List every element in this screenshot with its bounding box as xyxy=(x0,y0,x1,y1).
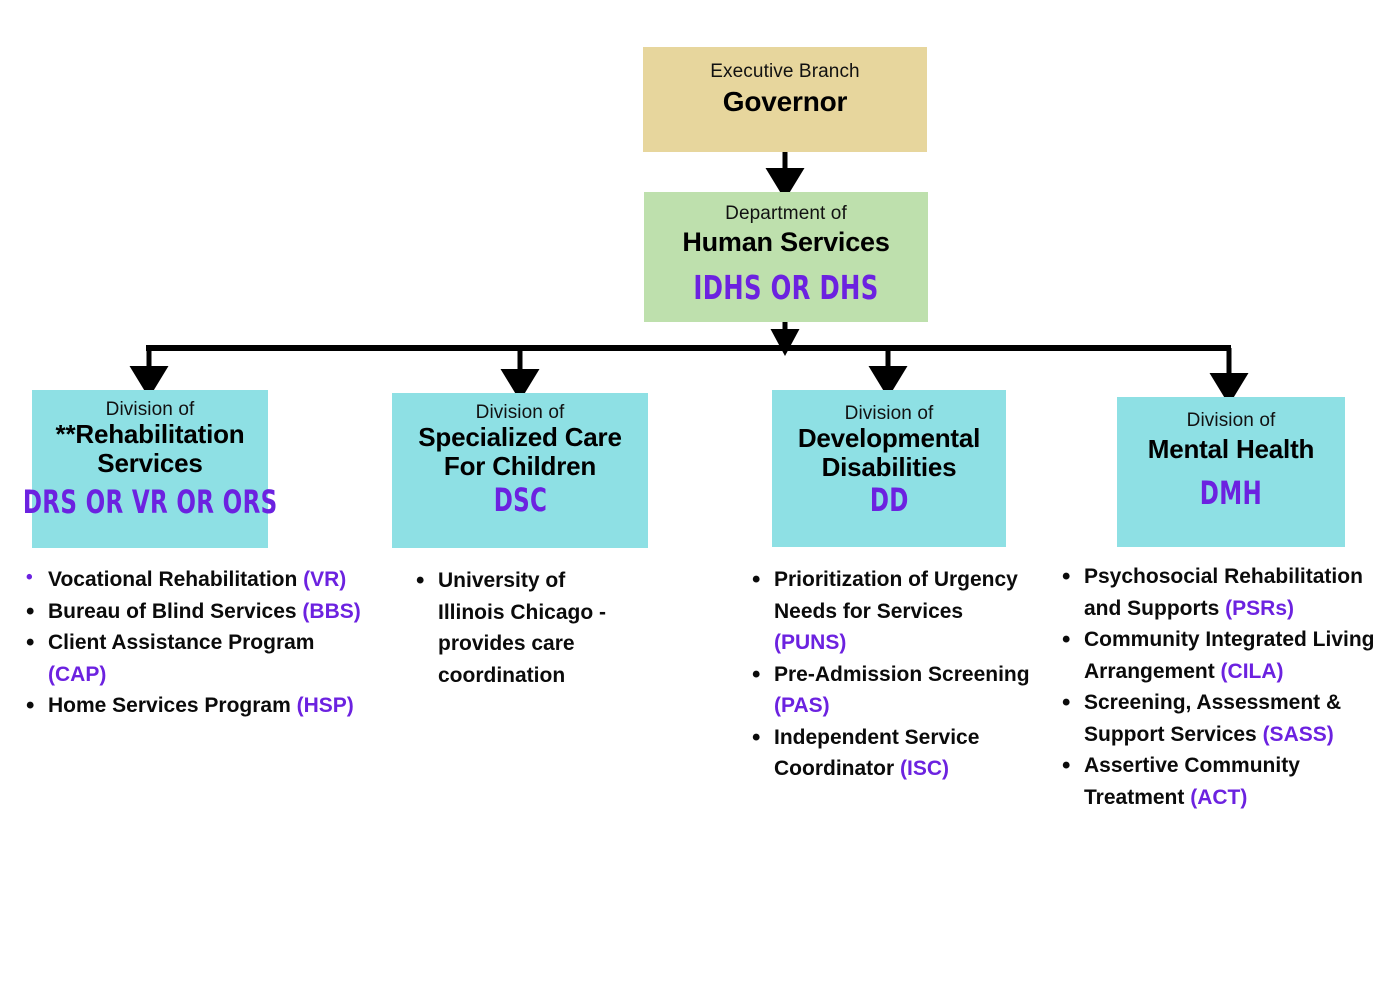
department-title: Human Services xyxy=(682,227,890,258)
list-item-abbreviation: (SASS) xyxy=(1262,722,1334,746)
division-title-line2: Services xyxy=(97,448,203,479)
division-title-line1: Mental Health xyxy=(1147,434,1315,465)
division-abbreviation: DMH xyxy=(1199,474,1263,513)
division-abbreviation: DSC xyxy=(493,481,547,520)
list-item: Vocational Rehabilitation (VR) xyxy=(22,564,370,596)
list-item-abbreviation: (PSRs) xyxy=(1225,596,1295,620)
list-item-abbreviation: (BBS) xyxy=(302,599,361,623)
node-division-mental-health: Division of Mental Health DMH xyxy=(1117,397,1345,547)
department-kicker: Department of xyxy=(725,203,847,224)
list-item-abbreviation: (PAS) xyxy=(774,694,830,717)
list-division-specialized-care-for-children: University of Illinois Chicago - provide… xyxy=(412,564,632,691)
list-item: Assertive Community Treatment (ACT) xyxy=(1058,749,1388,813)
division-title-line1: Specialized Care xyxy=(418,422,622,453)
list-item-label: Vocational Rehabilitation xyxy=(48,568,304,591)
list-item: Community Integrated Living Arrangement … xyxy=(1058,623,1388,687)
node-department-of-human-services: Department of Human Services IDHS OR DHS xyxy=(644,192,928,322)
division-abbreviation: DD xyxy=(869,481,909,520)
division-kicker: Division of xyxy=(475,402,565,423)
list-item-abbreviation: (ACT) xyxy=(1190,785,1248,809)
list-item-label: Screening, Assessment & Support Services xyxy=(1084,691,1342,746)
division-title-line1: Developmental xyxy=(797,423,981,454)
list-item: Prioritization of Urgency Needs for Serv… xyxy=(748,563,1038,659)
list-division-rehabilitation-services: Vocational Rehabilitation (VR)Bureau of … xyxy=(22,564,370,723)
department-abbreviation: IDHS OR DHS xyxy=(693,267,879,307)
list-item-label: University of Illinois Chicago - provide… xyxy=(438,569,607,687)
list-item: University of Illinois Chicago - provide… xyxy=(412,564,632,691)
list-item-label: Home Services Program xyxy=(48,694,297,717)
division-kicker: Division of xyxy=(105,399,195,420)
list-item-label: Client Assistance Program xyxy=(48,631,315,654)
list-division-mental-health: Psychosocial Rehabilitation and Supports… xyxy=(1058,560,1388,813)
list-item: Home Services Program (HSP) xyxy=(22,689,370,723)
node-division-rehabilitation-services: Division of **Rehabilitation Services DR… xyxy=(23,390,277,548)
division-title-line2: For Children xyxy=(443,451,597,482)
division-title-line2: Disabilities xyxy=(821,452,957,483)
division-title-line1: **Rehabilitation xyxy=(55,419,245,450)
list-item: Bureau of Blind Services (BBS) xyxy=(22,595,370,629)
list-item: Screening, Assessment & Support Services… xyxy=(1058,686,1388,750)
list-item-abbreviation: (ISC) xyxy=(900,757,949,780)
list-item-label: Psychosocial Rehabilitation and Supports xyxy=(1084,565,1363,620)
list-item: Client Assistance Program (CAP) xyxy=(22,626,370,690)
division-kicker: Division of xyxy=(844,403,934,424)
governor-kicker: Executive Branch xyxy=(710,61,860,82)
node-division-developmental-disabilities: Division of Developmental Disabilities D… xyxy=(772,390,1006,547)
list-item-label: Independent Service Coordinator xyxy=(774,725,980,781)
node-division-specialized-care-for-children: Division of Specialized Care For Childre… xyxy=(392,393,648,548)
list-item-abbreviation: (PUNS) xyxy=(774,631,847,654)
list-item-abbreviation: (CILA) xyxy=(1220,659,1284,683)
node-governor: Executive Branch Governor xyxy=(643,47,927,152)
list-item-abbreviation: (VR) xyxy=(303,568,347,591)
list-item-abbreviation: (CAP) xyxy=(48,662,107,686)
governor-title: Governor xyxy=(722,86,848,118)
list-item: Psychosocial Rehabilitation and Supports… xyxy=(1058,560,1388,624)
list-item-label: Community Integrated Living Arrangement xyxy=(1084,628,1375,683)
list-item: Independent Service Coordinator (ISC) xyxy=(748,721,1038,785)
division-abbreviation: DRS OR VR OR ORS xyxy=(22,483,278,522)
list-item-label: Bureau of Blind Services xyxy=(48,599,303,623)
list-item-label: Prioritization of Urgency Needs for Serv… xyxy=(774,568,1018,623)
list-division-developmental-disabilities: Prioritization of Urgency Needs for Serv… xyxy=(748,563,1038,785)
list-item-abbreviation: (HSP) xyxy=(296,694,354,717)
list-item-label: Pre-Admission Screening xyxy=(774,662,1030,686)
list-item-label: Assertive Community Treatment xyxy=(1084,754,1300,809)
list-item: Pre-Admission Screening (PAS) xyxy=(748,658,1038,722)
division-kicker: Division of xyxy=(1186,410,1276,431)
